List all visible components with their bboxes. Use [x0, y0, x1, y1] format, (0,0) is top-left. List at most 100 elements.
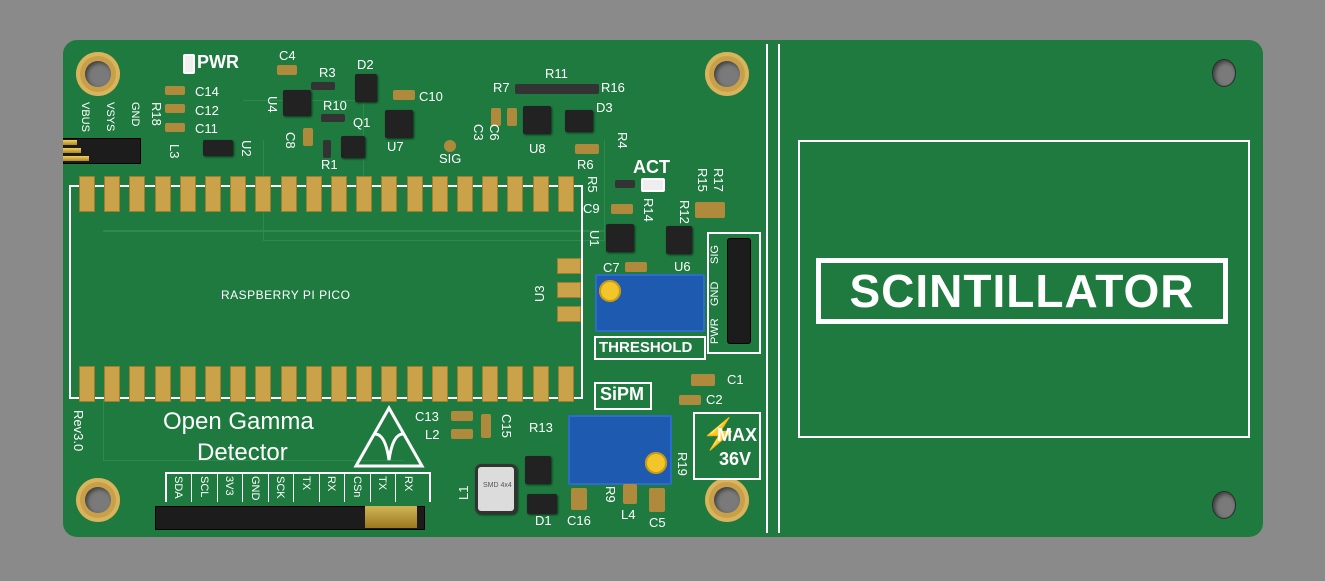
pico-pad [205, 366, 221, 402]
pico-pad [305, 176, 322, 212]
c11-part [165, 123, 185, 132]
sig-testpoint[interactable] [444, 140, 456, 152]
label-sig-header: SIG [709, 245, 721, 264]
pico-pad [482, 366, 499, 402]
c7-part [625, 262, 647, 272]
ref-r19: R19 [675, 452, 690, 476]
label-rev: Rev3.0 [71, 410, 86, 452]
pico-pad [406, 176, 423, 212]
ref-c8: C8 [283, 132, 298, 149]
ref-q1: Q1 [353, 115, 371, 130]
ref-c3: C3 [471, 124, 486, 141]
bottom-header-divider [267, 474, 269, 502]
pico-pad [331, 176, 347, 212]
bottom-header-label: GND [248, 476, 261, 501]
pico-pad [507, 176, 524, 212]
c3-part [491, 108, 501, 126]
bottom-header-outline [165, 472, 431, 502]
ref-r9: R9 [603, 486, 618, 503]
sig-header-outline [707, 232, 761, 354]
pico-pad [280, 366, 297, 402]
scintillator-label-box: SCINTILLATOR [816, 258, 1228, 324]
cut-line-left [766, 44, 768, 533]
u4-part [283, 90, 311, 116]
bottom-header-divider [318, 474, 320, 502]
d1-part [527, 494, 557, 514]
ref-r1: R1 [321, 157, 338, 172]
u2-part [203, 140, 233, 156]
c6-part [507, 108, 517, 126]
ref-r14: R14 [641, 198, 656, 222]
ref-u1: U1 [587, 230, 602, 247]
l2-part [451, 429, 473, 439]
pico-pad [557, 176, 574, 212]
u7-part [385, 110, 413, 138]
c8-part [303, 128, 313, 146]
label-gnd-header: GND [709, 281, 721, 306]
label-gnd-left: GND [129, 102, 141, 127]
pico-pad [557, 366, 574, 402]
pico-label: RASPBERRY PI PICO [221, 288, 351, 302]
ref-r16: R16 [601, 80, 625, 95]
pico-pad [129, 176, 146, 212]
pico-pad [179, 366, 196, 402]
cut-line-right [778, 44, 780, 533]
power-pin-2 [63, 148, 81, 153]
mounting-hole-top-left [76, 52, 120, 96]
ref-l2: L2 [425, 427, 440, 442]
ref-c12: C12 [195, 103, 219, 118]
bottom-header-label: RX [401, 476, 414, 492]
pwr-led [183, 54, 195, 74]
label-pwr: PWR [197, 52, 239, 72]
pico-pad [230, 366, 247, 402]
ref-u3: U3 [532, 285, 547, 302]
title-line-1: Open Gamma [163, 408, 314, 435]
c4-part [277, 65, 297, 75]
c5-part [649, 488, 665, 512]
c2-part [679, 395, 701, 405]
u5-part [525, 456, 551, 484]
bottom-header-label: RX [325, 476, 337, 492]
bottom-header-label: TX [376, 476, 388, 491]
pico-pad [205, 176, 221, 212]
ref-c14: C14 [195, 84, 219, 99]
bottom-header-divider [191, 474, 192, 502]
sipm-pot[interactable] [568, 415, 672, 485]
ref-r7: R7 [493, 80, 510, 95]
gamma-warning-icon [353, 404, 425, 470]
u3-pad-2 [557, 282, 581, 298]
ref-l3: L3 [167, 144, 182, 159]
ref-r12: R12 [677, 200, 692, 224]
threshold-screw[interactable] [599, 280, 621, 302]
label-36v: 36V [719, 449, 752, 469]
ref-r17: R17 [711, 168, 726, 192]
c1-part [691, 374, 715, 386]
ref-c11: C11 [195, 121, 218, 136]
r6-part [575, 144, 599, 154]
ref-u8: U8 [529, 141, 546, 156]
scintillator-outline [798, 140, 1250, 438]
pico-pad [356, 176, 373, 212]
l1-inductor [475, 464, 517, 514]
pico-pad [331, 366, 347, 402]
pico-outline [69, 185, 583, 399]
pico-pad [381, 366, 398, 402]
r10-part [321, 114, 345, 122]
ref-u4: U4 [265, 96, 280, 113]
pcb-board: SCINTILLATOR RASPBERRY PI PICO U3 VBUS V… [63, 40, 1263, 537]
mounting-hole-top-mid [705, 52, 749, 96]
pico-pad [457, 366, 473, 402]
ref-u7: U7 [387, 139, 404, 154]
sipm-screw[interactable] [645, 452, 667, 474]
ref-r6: R6 [577, 157, 594, 172]
bottom-header-label: TX [299, 476, 312, 491]
pico-pad [457, 176, 473, 212]
label-vsys: VSYS [104, 102, 116, 132]
u1-part [606, 224, 634, 252]
pico-pad [255, 176, 272, 212]
ref-d2: D2 [357, 57, 374, 72]
c9-part [611, 204, 633, 214]
sig-header[interactable] [727, 238, 751, 344]
pico-pad [79, 366, 95, 402]
pico-pad [230, 176, 247, 212]
